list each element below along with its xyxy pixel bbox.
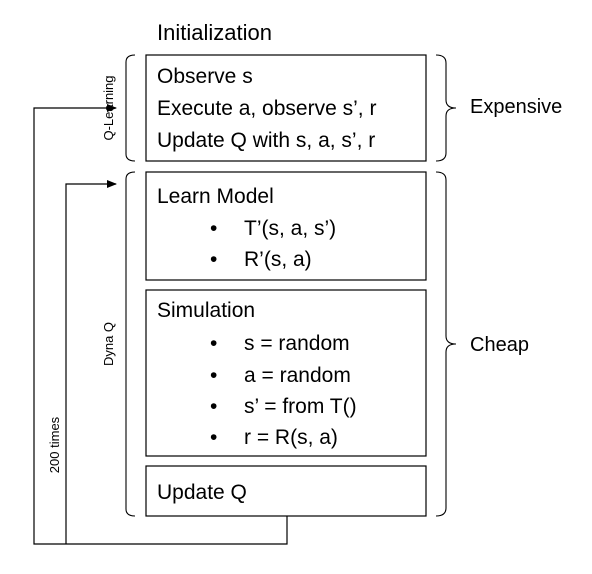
- simulation-bullet-r: r = R(s, a): [244, 426, 338, 449]
- simulation-block: Simulation • s = random • a = random • s…: [145, 289, 427, 457]
- cheap-brace: [435, 171, 457, 517]
- dyna-q-left-bracket: [125, 171, 136, 517]
- bullet-glyph: •: [210, 395, 217, 418]
- dyna-q-side-label: Dyna Q: [101, 322, 116, 366]
- q-learning-line-update: Update Q with s, a, s’, r: [157, 129, 375, 152]
- cheap-label: Cheap: [470, 334, 529, 356]
- learn-model-heading: Learn Model: [157, 185, 274, 208]
- simulation-bullet-s: s = random: [244, 332, 350, 355]
- diagram-title: Initialization: [157, 20, 272, 45]
- bullet-glyph: •: [210, 248, 217, 271]
- bullet-glyph: •: [210, 332, 217, 355]
- loop-count-label: 200 times: [47, 416, 62, 473]
- bullet-glyph: •: [210, 426, 217, 449]
- q-learning-block: Observe s Execute a, observe s’, r Updat…: [145, 54, 427, 162]
- update-q-box: [145, 465, 427, 517]
- learn-model-bullet-transition: T’(s, a, s’): [244, 217, 336, 240]
- learn-model-box: [145, 171, 427, 281]
- q-learning-line-observe: Observe s: [157, 65, 253, 88]
- q-learning-box: [145, 54, 427, 162]
- simulation-bullet-s-prime: s’ = from T(): [244, 395, 357, 418]
- expensive-brace: [435, 54, 457, 162]
- bullet-glyph: •: [210, 364, 217, 387]
- update-q-block: Update Q: [145, 465, 427, 517]
- simulation-bullet-a: a = random: [244, 364, 351, 387]
- outer-loop-arrow: [33, 104, 288, 545]
- q-learning-line-execute: Execute a, observe s’, r: [157, 97, 376, 120]
- simulation-heading: Simulation: [157, 299, 255, 322]
- q-learning-left-bracket: [125, 54, 136, 162]
- inner-loop-arrow: [65, 180, 117, 544]
- simulation-box: [145, 289, 427, 457]
- bullet-glyph: •: [210, 217, 217, 240]
- update-q-label: Update Q: [157, 481, 247, 504]
- expensive-label: Expensive: [470, 96, 562, 118]
- learn-model-bullet-reward: R’(s, a): [244, 248, 312, 271]
- learn-model-block: Learn Model • T’(s, a, s’) • R’(s, a): [145, 171, 427, 281]
